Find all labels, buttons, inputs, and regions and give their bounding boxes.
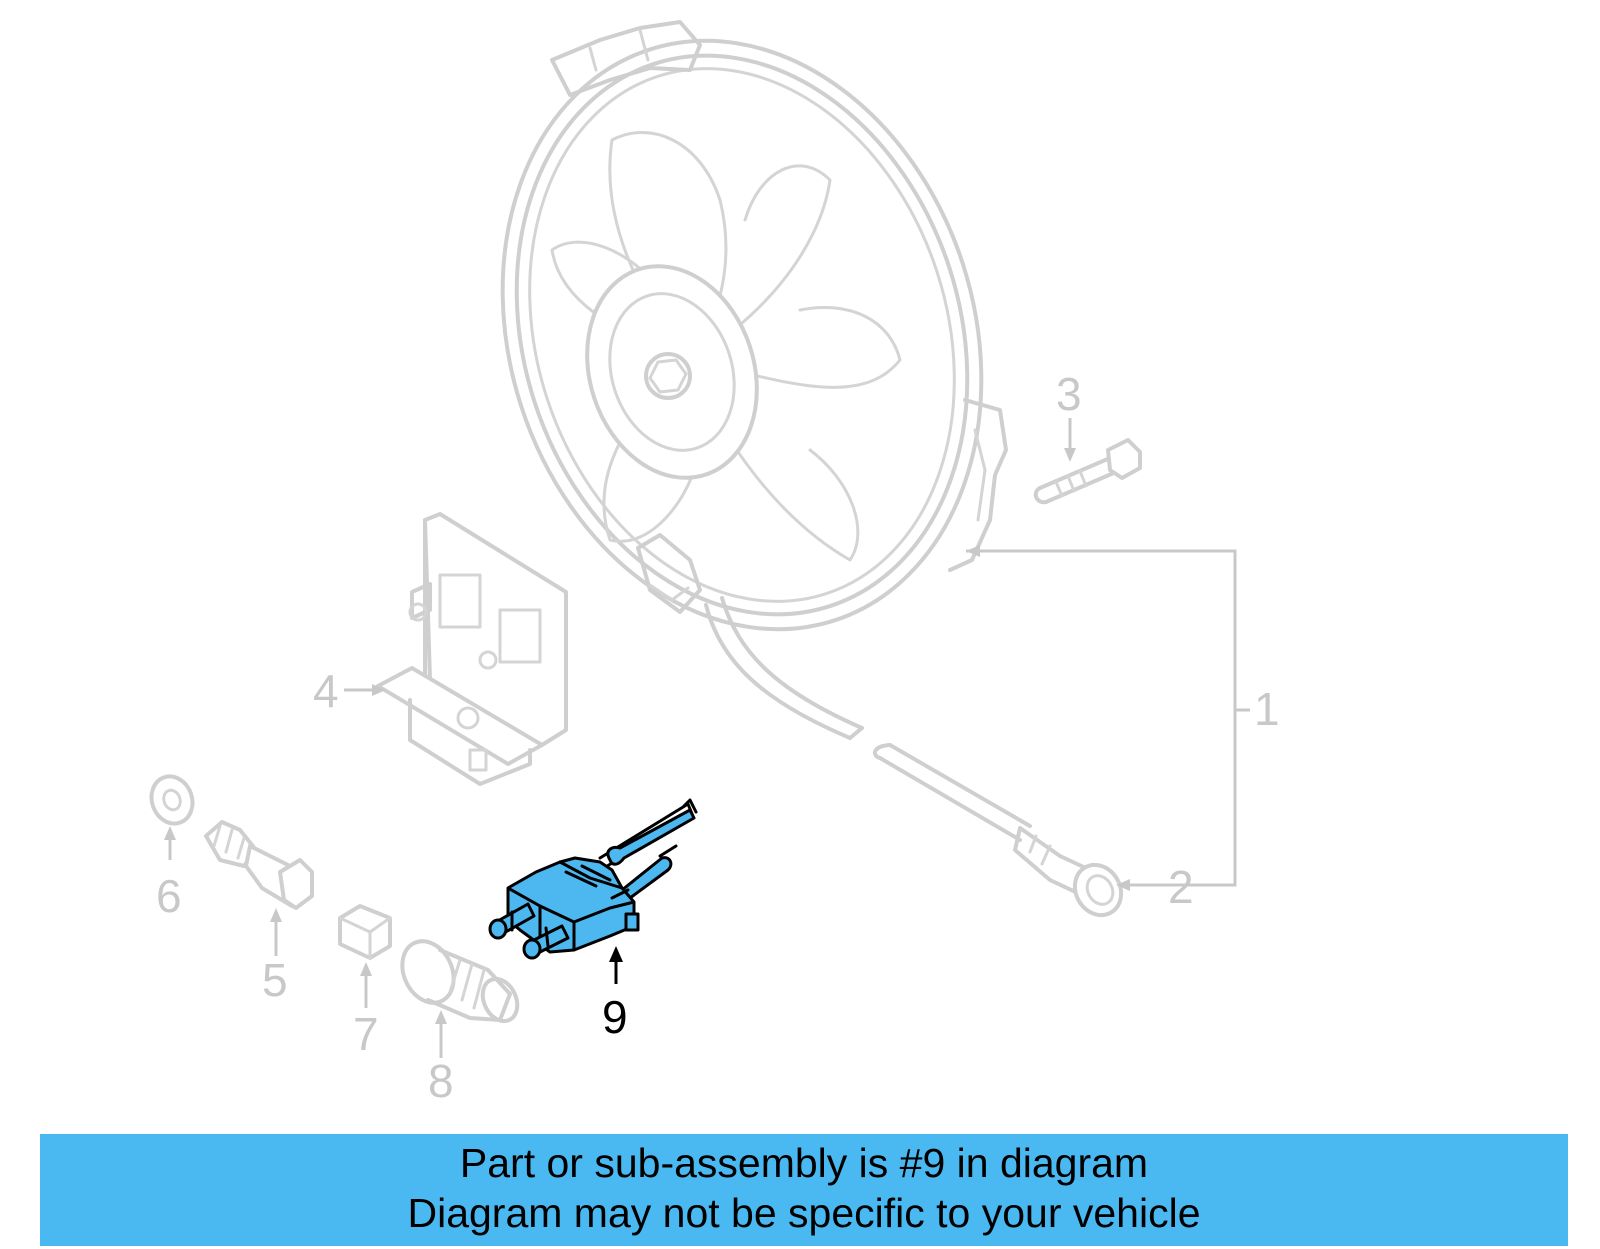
callout-4: 4 bbox=[313, 665, 339, 717]
pressure-fitting bbox=[400, 939, 520, 1024]
info-banner: Part or sub-assembly is #9 in diagram Di… bbox=[40, 1134, 1568, 1246]
fan-connector bbox=[1013, 826, 1124, 918]
callout-1: 1 bbox=[1254, 683, 1280, 735]
fan-control-module bbox=[376, 512, 568, 786]
callout-7: 7 bbox=[353, 1008, 379, 1060]
banner-line-2: Diagram may not be specific to your vehi… bbox=[407, 1190, 1201, 1236]
callout-6: 6 bbox=[156, 870, 182, 922]
callout-8: 8 bbox=[428, 1055, 454, 1107]
cooling-fan-assembly bbox=[500, 20, 1124, 918]
pressure-switch-part-9[interactable] bbox=[488, 798, 698, 960]
sealing-washer bbox=[149, 774, 195, 826]
mounting-bolt bbox=[1033, 438, 1142, 505]
callout-5: 5 bbox=[262, 954, 288, 1006]
callout-3: 3 bbox=[1056, 368, 1082, 420]
callout-9: 9 bbox=[602, 991, 628, 1043]
callout-2: 2 bbox=[1168, 861, 1194, 913]
banner-line-1: Part or sub-assembly is #9 in diagram bbox=[459, 1140, 1149, 1186]
connector-plug bbox=[338, 904, 392, 960]
temperature-sensor bbox=[204, 820, 314, 910]
